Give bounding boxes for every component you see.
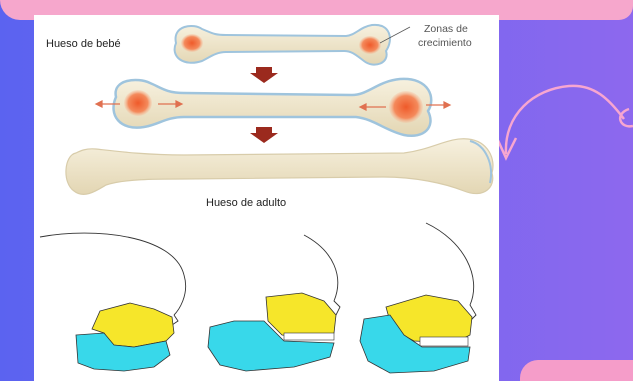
adult-teeth bbox=[420, 337, 468, 346]
growth-zone-right bbox=[389, 91, 423, 123]
adult-bone bbox=[66, 139, 493, 195]
baby-bone bbox=[175, 25, 410, 65]
growth-zone-right bbox=[359, 36, 381, 54]
bottom-pink-banner bbox=[520, 360, 633, 381]
baby-bone-label: Hueso de bebé bbox=[46, 38, 121, 51]
growth-zones-label-line1: Zonas de bbox=[424, 23, 468, 36]
growth-zones-label-line2: crecimiento bbox=[418, 37, 472, 50]
growth-zone-left bbox=[124, 90, 152, 116]
adult-bone-label: Hueso de adulto bbox=[206, 197, 286, 210]
child-jaw-yellow bbox=[266, 293, 336, 339]
child-teeth bbox=[284, 333, 334, 340]
baby-skull bbox=[40, 233, 186, 371]
bone-growth-illustration: Hueso de bebé Zonas de crecimiento Hueso… bbox=[34, 15, 499, 381]
curved-arrow-decoration bbox=[484, 74, 633, 184]
child-bone bbox=[96, 79, 450, 136]
down-arrow-1 bbox=[250, 67, 278, 83]
growth-zone-left bbox=[181, 34, 203, 52]
down-arrow-2 bbox=[250, 127, 278, 143]
child-skull bbox=[208, 235, 340, 371]
adult-skull bbox=[360, 223, 476, 373]
